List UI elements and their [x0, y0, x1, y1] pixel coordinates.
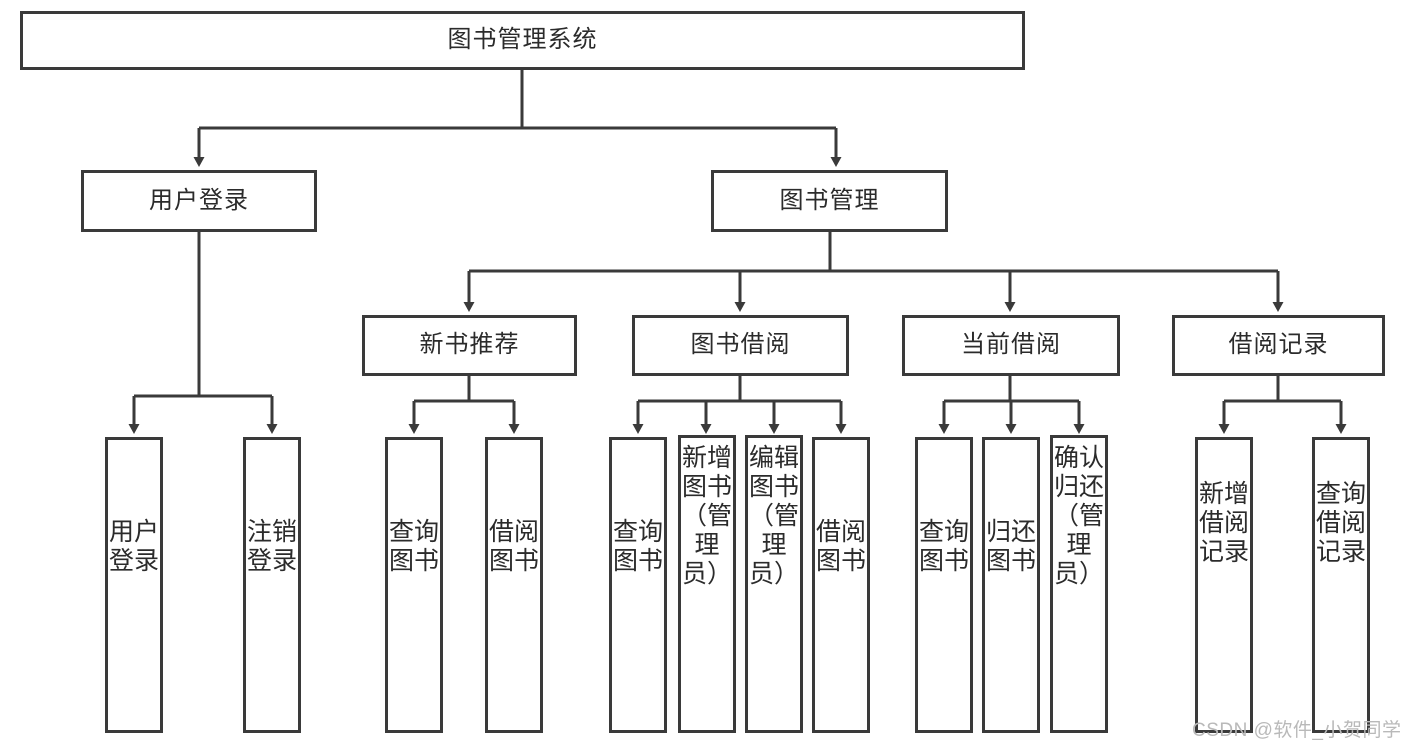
node-label: 借阅图书	[488, 518, 539, 575]
leaf-user-login-login[interactable]: 用户登录	[105, 437, 163, 733]
leaf-book-borrow-add-book-admin[interactable]: 新增图书（管理员）	[678, 435, 736, 733]
node-book-management[interactable]: 图书管理	[711, 170, 948, 232]
leaf-new-book-query-book[interactable]: 查询图书	[385, 437, 443, 733]
node-label: 编辑图书（管理员）	[748, 444, 799, 588]
leaf-book-borrow-edit-book-admin[interactable]: 编辑图书（管理员）	[745, 435, 803, 733]
watermark-csdn: CSDN @软件_小贺同学	[1192, 715, 1401, 742]
node-label: 借阅记录	[1228, 331, 1329, 359]
node-label: 新书推荐	[419, 331, 520, 359]
node-label: 用户登录	[149, 186, 249, 214]
node-label: 图书管理系统	[447, 26, 598, 54]
node-label: 确认归还（管理员）	[1053, 444, 1104, 588]
node-label: 借阅图书	[815, 518, 866, 575]
node-borrow-record[interactable]: 借阅记录	[1172, 315, 1385, 376]
leaf-current-borrow-return-book[interactable]: 归还图书	[982, 437, 1040, 733]
node-label: 查询图书	[612, 518, 663, 575]
node-new-book-recommend[interactable]: 新书推荐	[362, 315, 577, 376]
node-label: 注销登录	[246, 518, 297, 575]
leaf-user-login-logout[interactable]: 注销登录	[243, 437, 301, 733]
leaf-borrow-record-query-record[interactable]: 查询借阅记录	[1312, 437, 1370, 733]
leaf-borrow-record-add-record[interactable]: 新增借阅记录	[1195, 437, 1253, 733]
node-label: 新增图书（管理员）	[681, 444, 732, 588]
node-label: 查询借阅记录	[1315, 480, 1366, 566]
node-user-login[interactable]: 用户登录	[81, 170, 317, 232]
leaf-book-borrow-borrow-book[interactable]: 借阅图书	[812, 437, 870, 733]
node-label: 查询图书	[388, 518, 439, 575]
leaf-book-borrow-query-book[interactable]: 查询图书	[609, 437, 667, 733]
node-label: 图书借阅	[690, 331, 791, 359]
node-label: 查询图书	[918, 518, 969, 575]
leaf-current-borrow-query-book[interactable]: 查询图书	[915, 437, 973, 733]
node-label: 当前借阅	[961, 331, 1061, 359]
node-label: 用户登录	[108, 518, 159, 575]
leaf-new-book-borrow-book[interactable]: 借阅图书	[485, 437, 543, 733]
node-label: 归还图书	[985, 518, 1036, 575]
leaf-current-borrow-confirm-return-admin[interactable]: 确认归还（管理员）	[1050, 435, 1108, 733]
node-root-book-management-system[interactable]: 图书管理系统	[20, 11, 1025, 70]
watermark-text: CSDN @软件_小贺同学	[1192, 720, 1402, 741]
node-book-borrow[interactable]: 图书借阅	[632, 315, 849, 376]
node-label: 新增借阅记录	[1198, 480, 1249, 566]
node-current-borrow[interactable]: 当前借阅	[902, 315, 1120, 376]
node-label: 图书管理	[779, 186, 880, 214]
